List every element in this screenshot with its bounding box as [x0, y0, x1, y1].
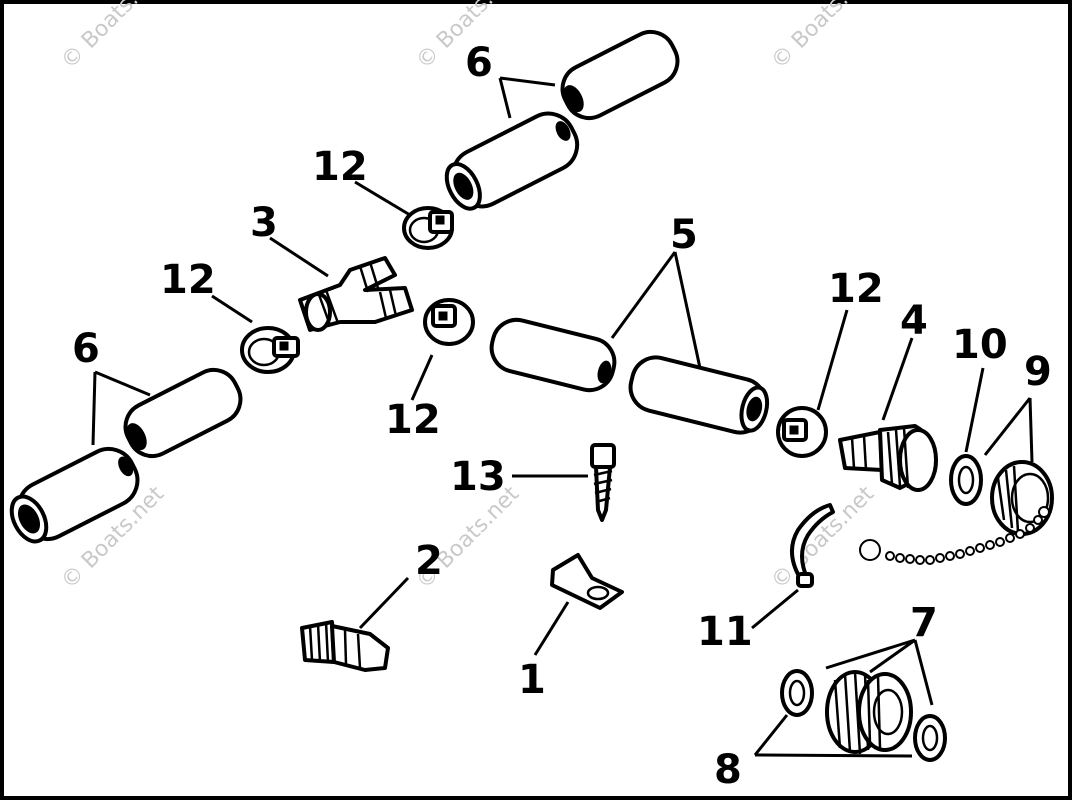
callout-13: 13 [450, 454, 506, 500]
callout-10: 10 [952, 322, 1008, 368]
washer-8-left [780, 669, 814, 717]
watermark-1: © Boats.net [57, 0, 170, 74]
clamp-middle [423, 298, 475, 346]
hose-left-lower [9, 446, 140, 544]
callout-6-left: 6 [72, 326, 100, 372]
barbed-fitting [300, 620, 390, 672]
callout-12-left: 12 [160, 257, 216, 303]
washer-10 [949, 454, 983, 506]
callout-12-right: 12 [828, 266, 884, 312]
callout-6-top: 6 [465, 40, 493, 86]
callout-5: 5 [670, 212, 698, 258]
callout-2: 2 [415, 538, 443, 584]
tee-fitting [298, 256, 414, 332]
lag-screw [590, 443, 616, 522]
callout-11: 11 [697, 609, 753, 655]
hose-middle-right [628, 355, 770, 435]
bead-chain [859, 506, 1050, 565]
callout-3: 3 [250, 200, 278, 246]
tie-strap [790, 503, 835, 588]
coupler [825, 670, 913, 755]
callout-8: 8 [714, 747, 742, 793]
callouts: 6 6 12 3 12 12 5 12 4 10 9 13 2 1 11 7 8 [72, 40, 1052, 793]
hose-top-right [560, 29, 680, 121]
clamp-right [776, 406, 828, 458]
watermark-6: © Boats.net [767, 481, 880, 594]
clamp-upper [402, 206, 454, 250]
callout-9: 9 [1024, 349, 1052, 395]
mounting-clip [550, 553, 624, 610]
leader-lines [91, 76, 1034, 758]
callout-1: 1 [518, 657, 546, 703]
washer-8-right [913, 714, 947, 762]
callout-12-middle: 12 [385, 397, 441, 443]
callout-7: 7 [910, 600, 938, 646]
hose-left-upper [123, 367, 243, 459]
hose-middle-left [489, 317, 617, 393]
callout-12-top: 12 [312, 144, 368, 190]
callout-4: 4 [900, 298, 928, 344]
hose-connector [838, 424, 938, 492]
clamp-left [240, 326, 300, 374]
watermark-3: © Boats.net [767, 0, 880, 74]
hose-top-left [444, 111, 580, 211]
cap-with-chain [859, 460, 1054, 565]
